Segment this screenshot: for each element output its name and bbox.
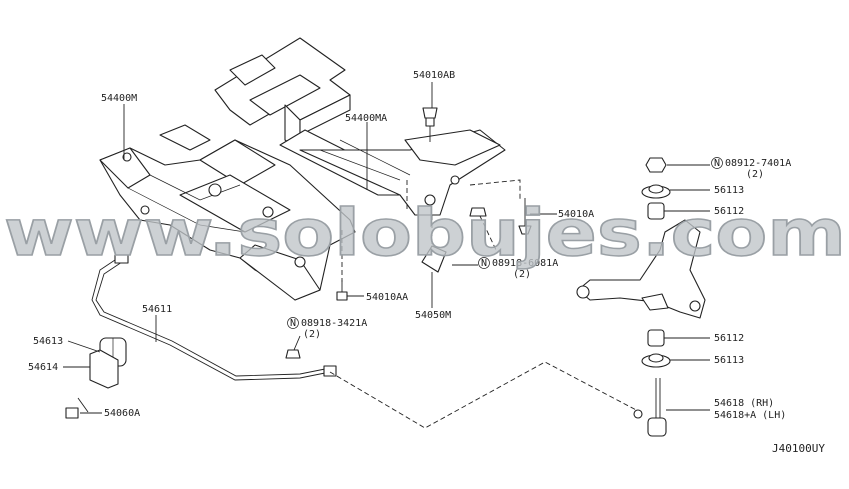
label-54611: 54611	[142, 304, 172, 315]
nut-08918-3421a	[285, 349, 301, 359]
part-labels: 54400M 54400MA 54010AB N 08912-7401A (2)…	[28, 70, 825, 455]
nut-08912-7401a	[645, 157, 667, 173]
label-54010a: 54010A	[558, 209, 594, 220]
drawing-code: J40100UY	[772, 442, 825, 455]
mount-54050m	[421, 245, 447, 305]
label-08912-qty: (2)	[746, 169, 764, 180]
washer-56113-top	[641, 184, 671, 199]
label-54010ab: 54010AB	[413, 70, 455, 81]
label-54618-rh: 54618 (RH)	[714, 398, 774, 409]
bolt-54010a	[518, 198, 532, 235]
leader-lines	[63, 82, 710, 414]
label-08912-7401a: 08912-7401A	[725, 158, 791, 169]
nut-marker-08912: N	[714, 158, 720, 169]
bolt-54010aa	[336, 280, 348, 301]
label-54613: 54613	[33, 336, 63, 347]
label-54010aa: 54010AA	[366, 292, 408, 303]
watermark-text: www.solobujes.com	[4, 197, 846, 271]
label-56112-top: 56112	[714, 206, 744, 217]
stabilizer-bar	[91, 254, 337, 381]
label-56112-bottom: 56112	[714, 333, 744, 344]
washer-56113-bottom	[641, 353, 671, 368]
label-08918-6081-qty: (2)	[513, 269, 531, 280]
label-56113-bottom: 56113	[714, 355, 744, 366]
label-54400ma: 54400MA	[345, 113, 387, 124]
nut-marker-08918-6081: N	[481, 258, 487, 269]
bolt-54060a	[65, 397, 89, 419]
label-56113-top: 56113	[714, 185, 744, 196]
label-54614: 54614	[28, 362, 58, 373]
bracket-54614	[89, 349, 119, 389]
label-08918-6081a: 08918-6081A	[492, 258, 558, 269]
crossmember-upper	[214, 37, 506, 216]
subframe-main	[99, 124, 356, 301]
upper-control-arm	[576, 219, 706, 319]
stabilizer-link-54618	[633, 378, 667, 437]
nut-marker-08918-3421: N	[290, 318, 296, 329]
label-54050m: 54050M	[415, 310, 451, 321]
label-54400m: 54400M	[101, 93, 137, 104]
bushing-56112-bottom	[647, 329, 665, 347]
label-54060a: 54060A	[104, 408, 140, 419]
label-54618-lh: 54618+A (LH)	[714, 410, 786, 421]
label-08918-3421-qty: (2)	[303, 329, 321, 340]
label-08918-3421a: 08918-3421A	[301, 318, 367, 329]
nut-08918-6081a	[469, 207, 487, 217]
